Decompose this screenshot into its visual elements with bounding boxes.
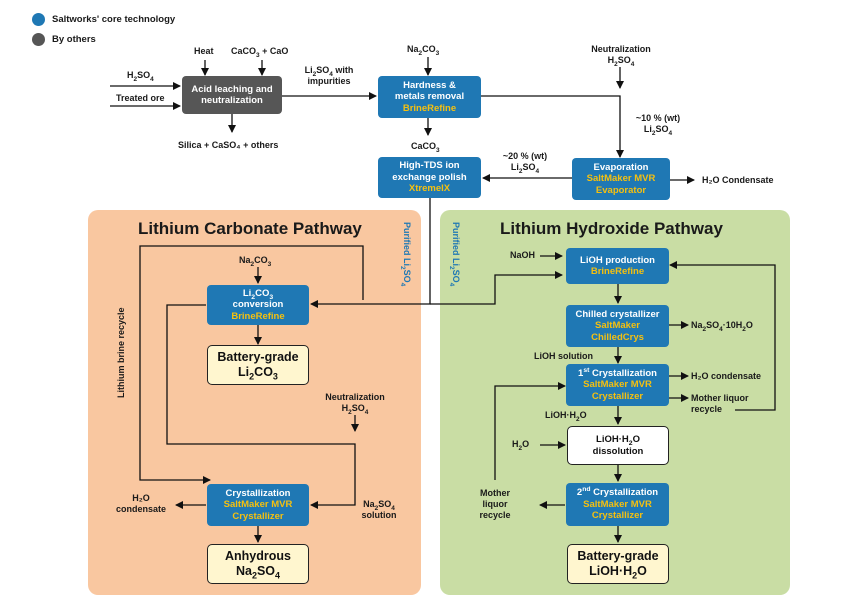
legend-other-label: By others [52,34,96,45]
label-caco3-out: CaCO3 [411,141,440,154]
carbonate-pathway-title: Lithium Carbonate Pathway [138,219,362,238]
label-naoh: NaOH [510,250,536,260]
line-mother-recycle-left [494,382,566,480]
label-silica-caso4: Silica + CaSO₄ + others [178,140,279,150]
label-lioh-solution: LiOH solution [534,351,593,361]
label-h2o-condensate-hyd: H₂O condensate [691,371,762,381]
line-purified-li2so4 [310,198,431,308]
legend-core-dot [32,13,45,26]
label-na2co3-carb: Na2CO3 [239,255,272,268]
hardness-removal-box: Hardness & metals removal BrineRefine [378,76,481,118]
line-purified-to-lioh [430,271,563,305]
second-crystallization-box: 2nd Crystallization SaltMaker MVR Crysta… [566,483,669,526]
crystallization-carbonate-box: Crystallization SaltMaker MVR Crystalliz… [207,484,309,526]
lithium-carbonate-panel [88,210,421,595]
label-10pct-li2so4: ~10 % (wt)Li2SO4 [635,113,681,137]
evaporation-box: Evaporation SaltMaker MVR Evaporator [572,158,670,200]
line-lithium-brine-recycle [139,245,364,484]
label-lioh-h2o-mid: LiOH·H2O [545,410,587,423]
legend-core-label: Saltworks' core technology [52,14,176,25]
acid-leaching-box: Acid leaching and neutralization [182,76,282,114]
chilled-crystallizer-box: Chilled crystallizer SaltMaker ChilledCr… [566,305,669,347]
label-caco3-cao: CaCO3 + CaO [231,46,289,59]
label-lithium-brine-recycle: Lithium brine recycle [116,307,126,398]
label-heat: Heat [194,46,214,56]
anhydrous-na2so4-box: Anhydrous Na2SO4 [207,544,309,584]
label-na2co3-top: Na2CO3 [407,44,440,57]
label-purified-li2so4-right: Purified Li2SO4 [448,222,461,287]
label-na2so4-10h2o: Na2SO4·10H2O [691,320,753,333]
legend-other-dot [32,33,45,46]
hydroxide-pathway-title: Lithium Hydroxide Pathway [500,219,723,238]
high-tds-ion-exchange-box: High-TDS ion exchange polish XtremelX [378,157,481,198]
line-recycle-to-lioh [669,261,776,411]
battery-grade-li2co3-box: Battery-grade Li2CO3 [207,345,309,385]
line-hardness-to-evap [481,95,624,158]
lioh-production-box: LiOH production BrineRefine [566,248,669,284]
line-conv-to-cryst [166,304,356,509]
label-h2o-dissolution: H2O [512,439,530,452]
label-h2so4-in: H2SO4 [127,70,154,83]
label-treated-ore: Treated ore [116,93,165,103]
li2co3-conversion-box: Li2CO3 conversion BrineRefine [207,285,309,325]
label-purified-li2so4-left: Purified Li2SO4 [399,222,412,287]
label-20pct-li2so4: ~20 % (wt)Li2SO4 [502,151,548,175]
label-h2o-condensate-evap: H₂O Condensate [702,175,774,185]
battery-grade-lioh-box: Battery-grade LiOH·H2O [567,544,669,584]
first-crystallization-box: 1st Crystallization SaltMaker MVR Crysta… [566,364,669,406]
lioh-dissolution-box: LiOH·H2O dissolution [567,426,669,465]
